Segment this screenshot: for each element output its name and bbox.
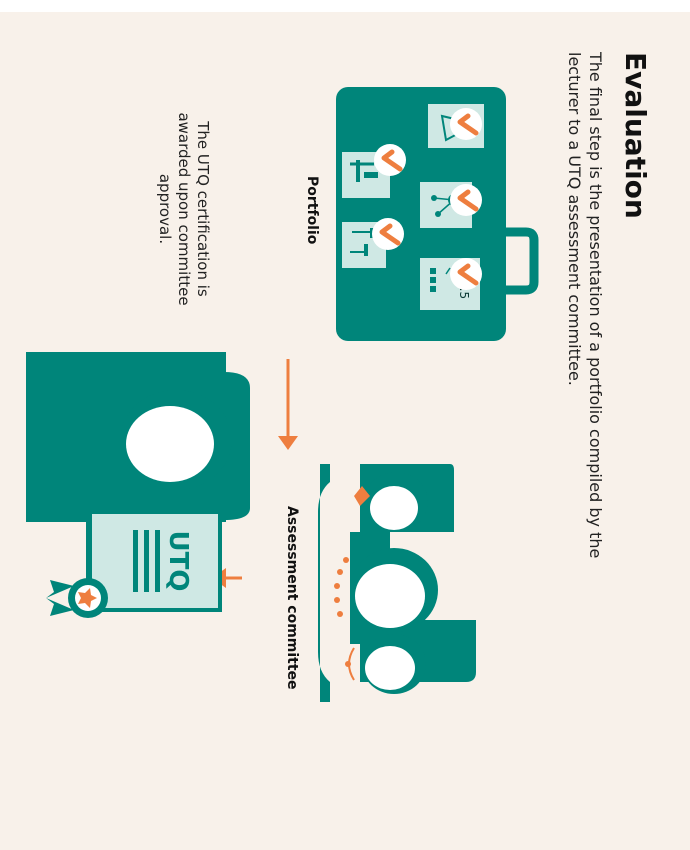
- committee-member-icon: [354, 472, 428, 532]
- checkmark-icon: [450, 184, 482, 216]
- arrow-icon: [278, 359, 298, 450]
- evaluation-panel: Evaluation The final step is the present…: [0, 12, 690, 850]
- briefcase-handle: [504, 227, 539, 295]
- checkmark-icon: [450, 258, 482, 290]
- outcome-caption: The UTQ certification is awarded upon co…: [156, 112, 212, 306]
- evaluation-illustration: 8.5: [26, 87, 539, 702]
- checkmark-icon: [374, 144, 406, 176]
- portfolio-label: Portfolio: [304, 176, 320, 245]
- certificate-icon: UTQ: [46, 510, 222, 618]
- graduate-person-icon: [26, 352, 250, 522]
- committee-member-icon: [334, 548, 438, 632]
- checkmark-icon: [372, 218, 404, 250]
- committee-label: Assessment committee: [284, 506, 300, 690]
- certificate-label: UTQ: [163, 531, 193, 592]
- committee-icon: [318, 464, 476, 702]
- committee-member-icon: [345, 634, 426, 694]
- checkmark-icons: [372, 108, 482, 290]
- rosette-icon: [46, 578, 108, 618]
- checkmark-icon: [450, 108, 482, 140]
- infographic-canvas: Evaluation The final step is the present…: [0, 12, 690, 850]
